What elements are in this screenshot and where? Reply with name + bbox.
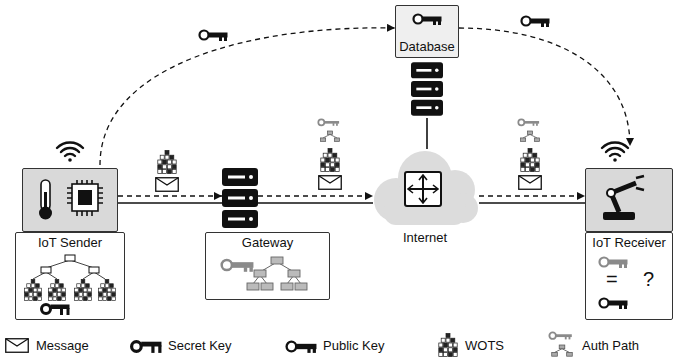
dashed-arrow xyxy=(118,195,222,196)
internet-cloud: Internet xyxy=(372,145,478,247)
node-label-area: IoT Receiver xyxy=(585,232,673,320)
node-label-area: Gateway xyxy=(205,232,330,300)
node-label-area: Internet xyxy=(372,227,478,247)
node-label: Internet xyxy=(403,230,447,245)
text-stack: IoT Sender xyxy=(16,235,124,250)
network-link xyxy=(426,118,428,149)
legend-label: Secret Key xyxy=(168,338,232,353)
network-link xyxy=(118,202,222,204)
database-box: Database xyxy=(395,5,459,123)
dashed-arrow xyxy=(100,28,395,165)
iot-receiver-box: IoT Receiver xyxy=(585,168,673,320)
node-label: Gateway xyxy=(242,235,293,250)
dashed-arrow xyxy=(459,28,630,146)
node-label-area: Database xyxy=(395,5,459,58)
legend-label: Message xyxy=(36,338,89,353)
node-part xyxy=(411,62,443,118)
text-stack: Internet xyxy=(372,230,478,245)
node-part xyxy=(222,168,258,228)
node-part xyxy=(373,149,479,227)
iot-sender-box: IoT Sender xyxy=(15,168,125,320)
text-stack: Database xyxy=(396,39,458,54)
network-link xyxy=(258,202,373,204)
legend-label: Public Key xyxy=(323,338,384,353)
node-part xyxy=(585,168,673,232)
equals-sign: = xyxy=(606,268,618,290)
text-stack: IoT Receiver xyxy=(586,235,672,250)
node-label: IoT Sender xyxy=(38,235,102,250)
network-link xyxy=(479,202,585,204)
text-stack: Gateway xyxy=(206,235,329,250)
dashed-arrow xyxy=(479,195,585,196)
node-label-area: IoT Sender xyxy=(15,232,125,320)
node-label: Database xyxy=(399,39,455,54)
legend-label: WOTS xyxy=(465,338,504,353)
dashed-arrow xyxy=(258,195,373,196)
question-mark: ? xyxy=(643,268,654,290)
legend-label: Auth Path xyxy=(582,338,639,353)
node-part xyxy=(22,168,118,232)
gateway-box: Gateway xyxy=(205,165,330,300)
node-label: IoT Receiver xyxy=(592,235,665,250)
